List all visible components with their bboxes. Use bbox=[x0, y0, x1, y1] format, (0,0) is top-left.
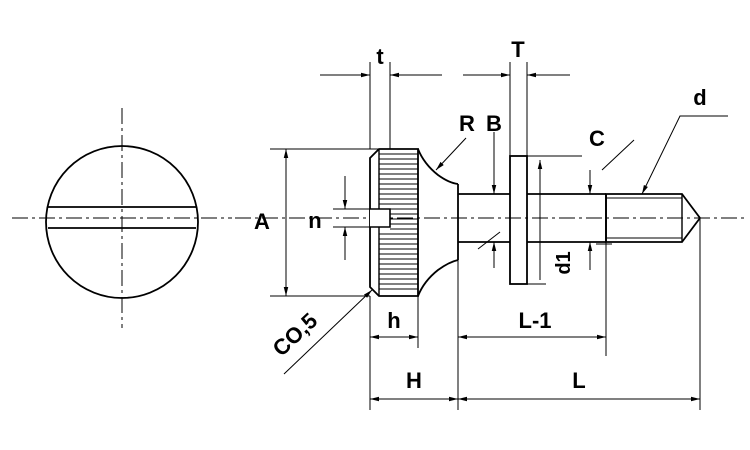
C-leader bbox=[601, 139, 635, 171]
washer-collar bbox=[509, 155, 528, 285]
label-C: C bbox=[589, 126, 605, 151]
label-L: L bbox=[572, 368, 585, 393]
end-view-head-circle bbox=[45, 145, 199, 299]
neck-lower-fillet bbox=[417, 259, 459, 297]
label-CO5: CO,5 bbox=[268, 308, 323, 361]
label-A: A bbox=[254, 209, 270, 234]
dimension-labels: t T d R B C A n d1 CO,5 h L-1 H L bbox=[254, 37, 707, 393]
neck-upper-fillet bbox=[417, 148, 459, 185]
chamfer-leader bbox=[283, 289, 373, 375]
label-R: R bbox=[459, 111, 475, 136]
end-view bbox=[12, 108, 232, 328]
head-slot bbox=[370, 208, 391, 228]
label-h: h bbox=[387, 308, 400, 333]
label-L1: L-1 bbox=[519, 308, 552, 333]
dimensions bbox=[270, 62, 728, 410]
d-leader bbox=[641, 115, 728, 195]
B-leader bbox=[477, 231, 501, 250]
R-leader bbox=[435, 137, 467, 171]
label-t: t bbox=[376, 44, 384, 69]
label-d1: d1 bbox=[553, 251, 575, 274]
label-B: B bbox=[486, 111, 502, 136]
label-n: n bbox=[308, 208, 321, 233]
label-d: d bbox=[693, 85, 706, 110]
knurl-pattern bbox=[379, 153, 418, 290]
label-H: H bbox=[406, 368, 422, 393]
label-T: T bbox=[511, 37, 525, 62]
side-view bbox=[235, 148, 745, 297]
